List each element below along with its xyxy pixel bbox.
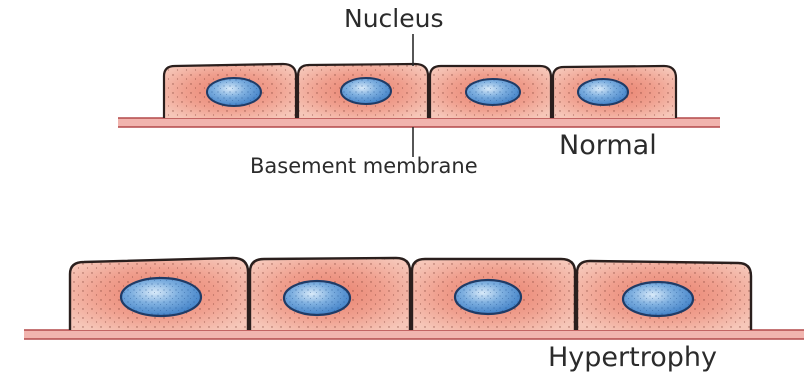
hypertrophic-cell (70, 258, 248, 330)
normal-cell (553, 66, 676, 118)
hypertrophy-panel (24, 258, 804, 339)
hypertrophy-label: Hypertrophy (548, 344, 717, 371)
hypertrophic-cell (412, 259, 575, 330)
basement-membrane-normal (118, 118, 720, 127)
hypertrophic-cell (250, 258, 410, 330)
normal-cell (298, 64, 428, 118)
nucleus-label: Nucleus (344, 6, 444, 31)
hypertrophic-cell (577, 261, 751, 330)
basement-membrane-hypertrophy (24, 330, 804, 339)
normal-cell (430, 66, 551, 118)
normal-label: Normal (559, 132, 657, 159)
normal-cell (164, 64, 296, 118)
basement-membrane-label: Basement membrane (250, 156, 478, 177)
